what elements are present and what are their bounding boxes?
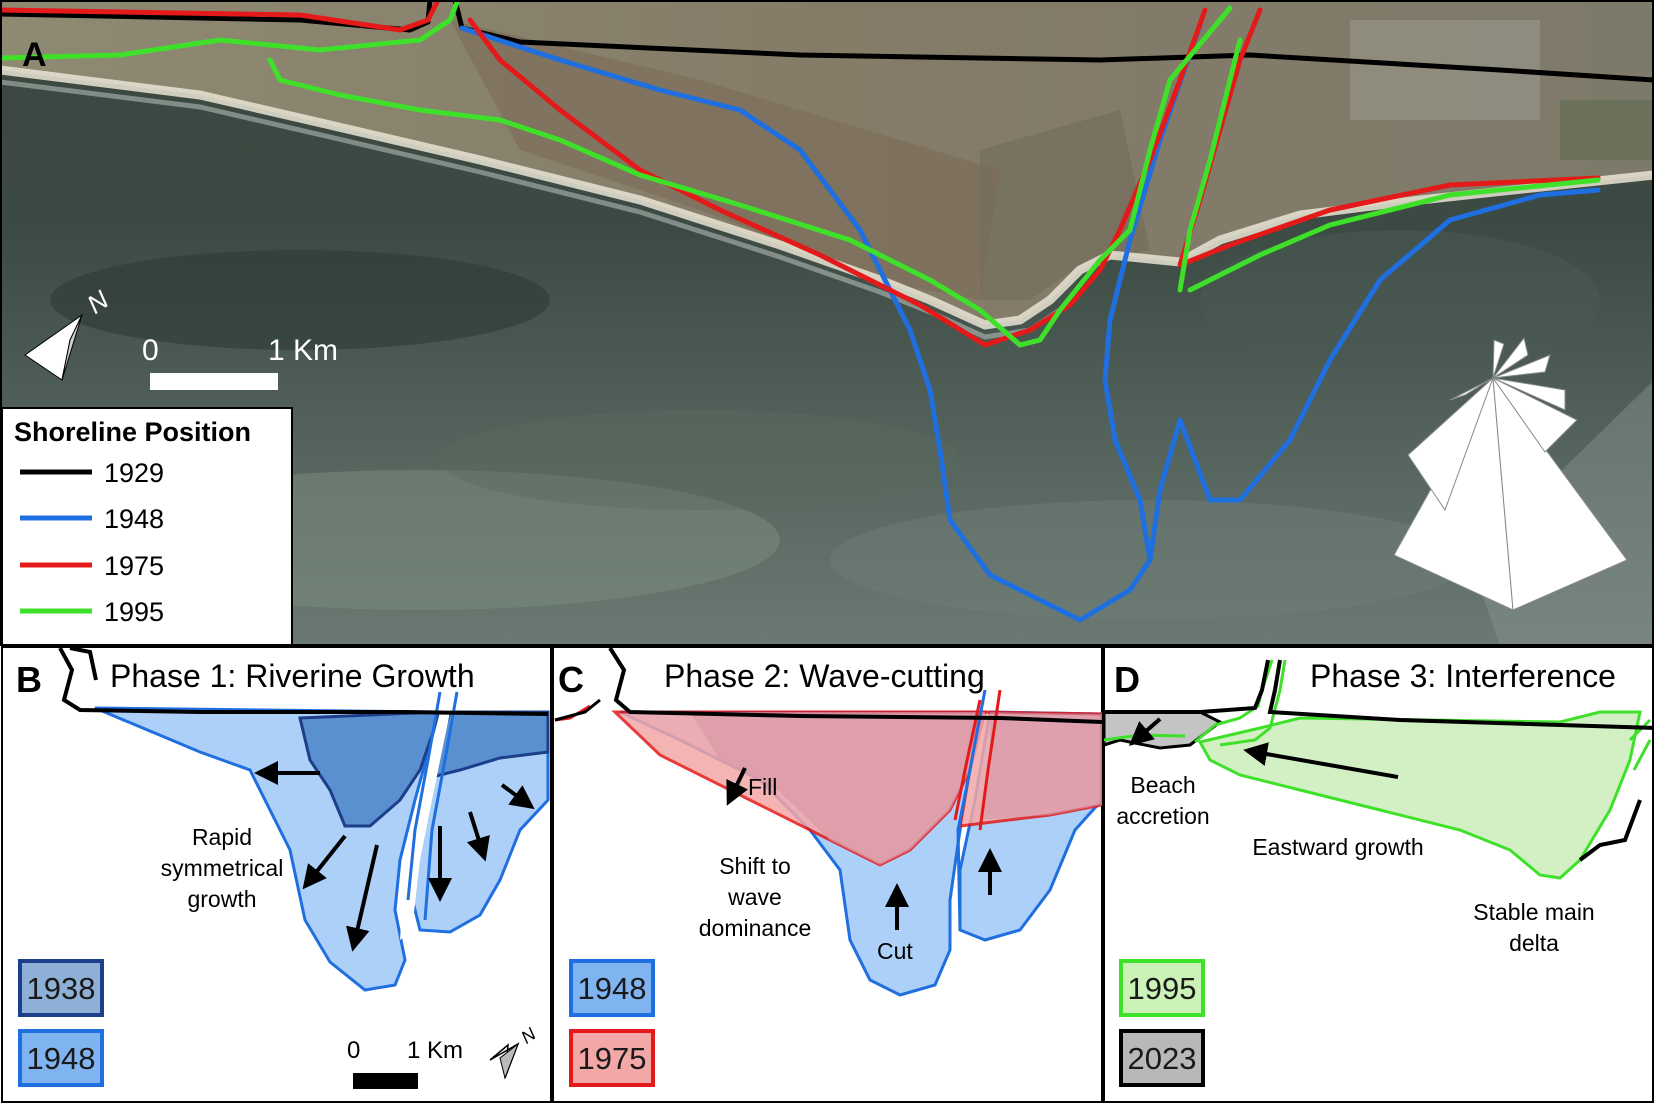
area-1995-main bbox=[1197, 710, 1642, 880]
panel-c-shift-line2: wave bbox=[727, 884, 782, 910]
panel-d-title: Phase 3: Interference bbox=[1310, 658, 1616, 694]
panel-d-legend-2023: 2023 bbox=[1119, 1029, 1205, 1087]
legend-item-1995: 1995 bbox=[20, 597, 164, 627]
panel-b-letter: B bbox=[16, 659, 42, 700]
svg-text:1938: 1938 bbox=[27, 971, 96, 1006]
panel-d-legend-1995: 1995 bbox=[1119, 959, 1205, 1017]
svg-text:1975: 1975 bbox=[104, 551, 164, 581]
panel-b-legend-1948: 1948 bbox=[18, 1029, 104, 1087]
svg-text:1995: 1995 bbox=[1128, 971, 1197, 1006]
panel-c-shift-line3: dominance bbox=[699, 915, 812, 941]
panel-b-growth-arrows bbox=[254, 761, 535, 952]
satellite-image bbox=[0, 0, 1654, 645]
panel-c-cut-label: Cut bbox=[877, 938, 913, 964]
panel-d-stable-line1: Stable main bbox=[1473, 899, 1594, 925]
panel-a: A N 0 1 Km Shoreline Posit bbox=[0, 0, 1654, 645]
panel-b-coastline bbox=[58, 647, 549, 716]
panel-d-beach-line2: accretion bbox=[1116, 803, 1209, 829]
panel-c-arrows bbox=[726, 767, 1002, 930]
shorelines bbox=[0, 0, 1654, 623]
svg-text:1948: 1948 bbox=[27, 1041, 96, 1076]
panel-d-coastline bbox=[1104, 659, 1653, 730]
wave-rose-icon bbox=[1393, 336, 1628, 611]
panel-d: D Phase 3: Interference Beach accretion … bbox=[1103, 646, 1654, 1103]
panel-b-annotation-line3: growth bbox=[187, 886, 256, 912]
panel-d-arrows bbox=[1128, 717, 1399, 779]
svg-text:0: 0 bbox=[347, 1037, 360, 1064]
panel-c-fill-label: Fill bbox=[748, 774, 777, 800]
panel-b-annotation-line2: symmetrical bbox=[161, 855, 284, 881]
panel-d-eastward-label: Eastward growth bbox=[1252, 834, 1423, 860]
scale-bar-a-end: 1 Km bbox=[268, 334, 338, 367]
shoreline-legend: Shoreline Position 1929 1948 1975 1995 bbox=[1, 407, 293, 645]
panel-d-letter: D bbox=[1114, 659, 1140, 700]
panel-c-legend-1948: 1948 bbox=[569, 959, 655, 1017]
panel-d-beach-line1: Beach bbox=[1130, 772, 1195, 798]
scale-bar-a-start: 0 bbox=[142, 334, 159, 367]
svg-text:1995: 1995 bbox=[104, 597, 164, 627]
svg-text:1948: 1948 bbox=[104, 504, 164, 534]
panel-c-legend-1975: 1975 bbox=[569, 1029, 655, 1087]
svg-text:1929: 1929 bbox=[104, 458, 164, 488]
panel-b-legend-1938: 1938 bbox=[18, 959, 104, 1017]
svg-text:1 Km: 1 Km bbox=[407, 1037, 463, 1064]
shoreline-1948 bbox=[459, 22, 1601, 623]
scale-bar-a: 0 1 Km bbox=[142, 334, 338, 390]
scale-bar-b: 0 1 Km bbox=[347, 1037, 463, 1089]
shoreline-1995 bbox=[0, 0, 1601, 348]
panel-a-letter: A bbox=[22, 36, 47, 74]
legend-item-1948: 1948 bbox=[20, 504, 164, 534]
panel-c-coastline bbox=[608, 647, 1102, 724]
panel-b: B Phase 1: Riverine Growth Rapid symmetr… bbox=[1, 646, 552, 1103]
panel-b-annotation-line1: Rapid bbox=[192, 824, 252, 850]
svg-text:2023: 2023 bbox=[1128, 1041, 1197, 1076]
legend-title: Shoreline Position bbox=[14, 417, 251, 447]
panel-c-title: Phase 2: Wave-cutting bbox=[664, 658, 985, 694]
scale-bar-a-bar bbox=[150, 373, 278, 390]
shoreline-1975 bbox=[0, 0, 1601, 348]
legend-item-1929: 1929 bbox=[20, 458, 164, 488]
svg-text:1948: 1948 bbox=[578, 971, 647, 1006]
svg-text:1975: 1975 bbox=[578, 1041, 647, 1076]
panel-c-shift-line1: Shift to bbox=[719, 853, 791, 879]
panel-b-title: Phase 1: Riverine Growth bbox=[110, 658, 475, 694]
panel-d-stable-line2: delta bbox=[1509, 930, 1559, 956]
panel-c-letter: C bbox=[558, 659, 584, 700]
panel-c: C Phase 2: Wave-cutting Fill Cut Shift t… bbox=[552, 646, 1103, 1103]
legend-item-1975: 1975 bbox=[20, 551, 164, 581]
